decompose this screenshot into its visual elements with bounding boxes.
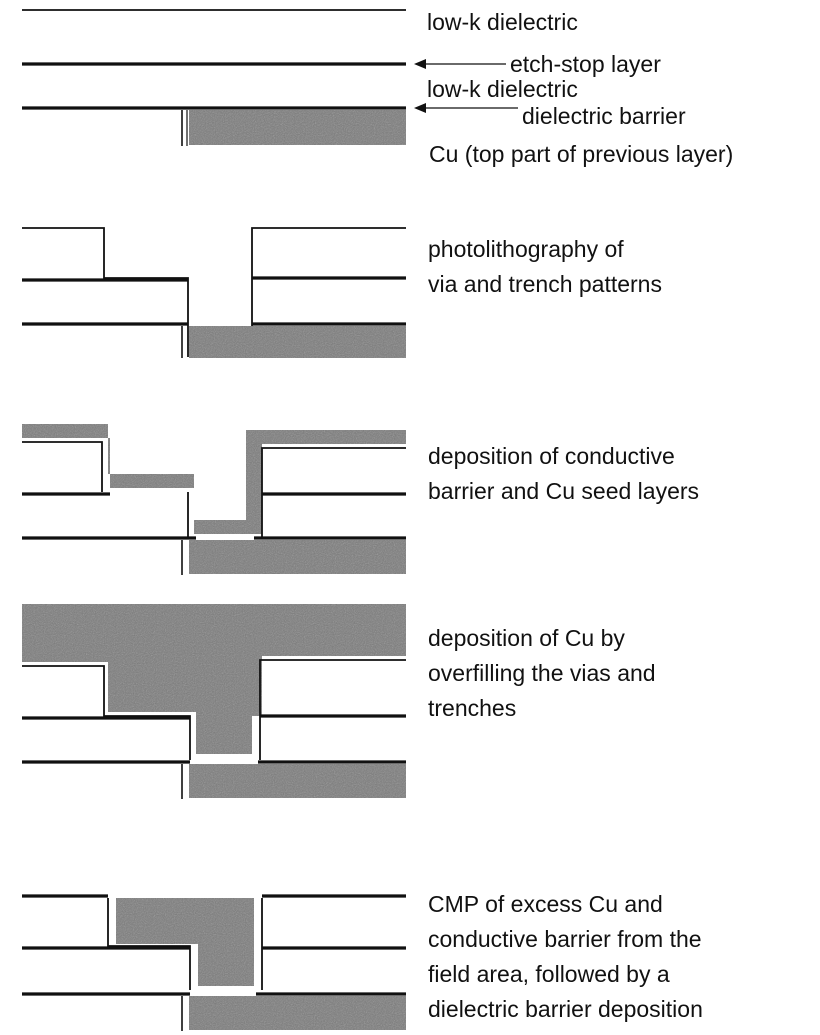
step-3-barrier-seed-deposition: deposition of conductive barrier and Cu …	[22, 424, 699, 575]
etch-stop-arrowhead	[414, 59, 426, 69]
step-4-caption-line-3: trenches	[428, 695, 516, 721]
dielectric-trench-outline	[22, 659, 406, 760]
step-5-cmp-and-barrier: CMP of excess Cu and conductive barrier …	[22, 891, 703, 1031]
previous-cu-line	[189, 764, 406, 798]
label-dielectric-barrier: dielectric barrier	[522, 103, 686, 129]
step-1-initial-stack: low-k dielectric etch-stop layer low-k d…	[22, 9, 733, 167]
previous-cu-line	[189, 110, 406, 145]
previous-cu-line	[189, 540, 406, 574]
barrier-liner-outline	[107, 898, 263, 990]
label-cu-previous-layer: Cu (top part of previous layer)	[429, 141, 733, 167]
step-5-caption-line-2: conductive barrier from the	[428, 926, 702, 952]
step-3-caption-line-1: deposition of conductive	[428, 443, 675, 469]
label-low-k-dielectric-mid: low-k dielectric	[427, 76, 578, 102]
step-2-caption-line-1: photolithography of	[428, 236, 624, 262]
step-2-caption-line-2: via and trench patterns	[428, 271, 662, 297]
cu-overfill-bulk	[22, 604, 406, 754]
label-etch-stop-layer: etch-stop layer	[510, 51, 661, 77]
step-5-caption-line-3: field area, followed by a	[428, 961, 670, 987]
step-4-cu-overfill: deposition of Cu by overfilling the vias…	[22, 604, 656, 799]
label-low-k-dielectric-top: low-k dielectric	[427, 9, 578, 35]
step-5-caption-line-4: dielectric barrier deposition	[428, 996, 703, 1022]
step-5-caption-line-1: CMP of excess Cu and	[428, 891, 663, 917]
step-2-photolithography: photolithography of via and trench patte…	[22, 227, 662, 358]
step-3-caption-line-2: barrier and Cu seed layers	[428, 478, 699, 504]
dielectric-trench-outline	[22, 441, 406, 538]
step-4-caption-line-2: overfilling the vias and	[428, 660, 656, 686]
conformal-barrier-seed-layer	[22, 424, 406, 534]
patterned-dielectric-profile	[22, 227, 406, 357]
inlaid-cu-line-and-via	[116, 898, 254, 986]
previous-cu-line	[189, 996, 406, 1030]
dielectric-barrier-arrowhead	[414, 103, 426, 113]
step-4-caption-line-1: deposition of Cu by	[428, 625, 625, 651]
previous-cu-line	[189, 326, 406, 358]
